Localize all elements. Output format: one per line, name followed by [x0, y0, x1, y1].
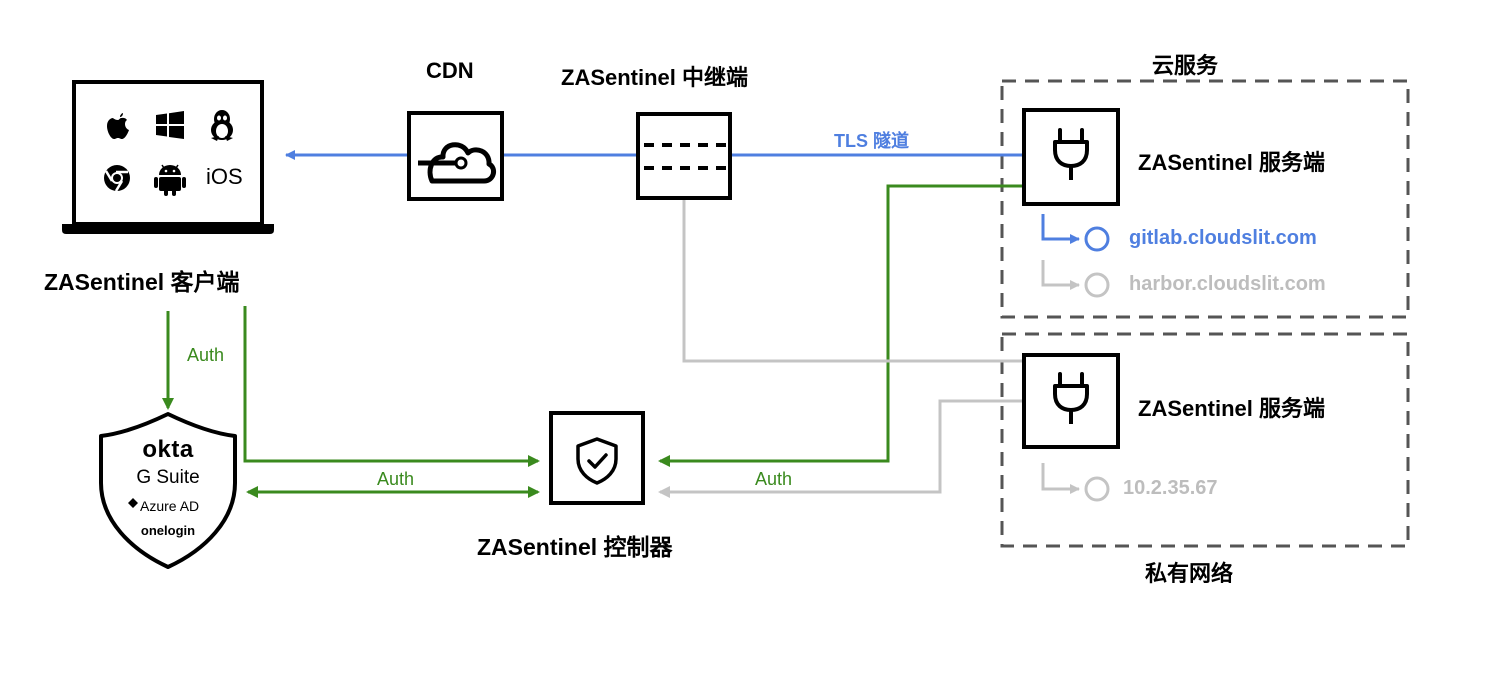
controller-shield-icon: [549, 411, 645, 505]
harbor-node-icon: [1084, 272, 1110, 298]
gitlab-connector: [1041, 214, 1080, 244]
client-label: ZASentinel 客户端: [44, 269, 240, 295]
private-ip-host: 10.2.35.67: [1123, 477, 1218, 499]
chrome-icon: [104, 165, 130, 192]
gsuite-logo: G Suite: [136, 467, 200, 488]
private-network-group: [1000, 332, 1410, 548]
private-server-label: ZASentinel 服务端: [1138, 396, 1326, 421]
cloud-server-plug-icon: [1022, 108, 1120, 206]
auth-label-idp-controller: Auth: [377, 469, 415, 489]
private-ip-node-icon: [1084, 476, 1110, 502]
private-group-label: 私有网络: [1145, 561, 1234, 586]
cdn-cloud-icon: [407, 111, 504, 201]
private-server-plug-icon: [1022, 353, 1120, 449]
controller-label: ZASentinel 控制器: [477, 534, 673, 560]
azure-ad-logo: Azure AD: [140, 498, 200, 514]
linux-tux-icon: [211, 110, 233, 141]
harbor-host: harbor.cloudslit.com: [1129, 273, 1326, 295]
identity-provider-shield-icon: [99, 412, 237, 569]
auth-line-server-controller: [658, 184, 1024, 467]
ios-label: iOS: [206, 164, 243, 189]
onelogin-logo: onelogin: [140, 523, 196, 538]
relay-private-link: [682, 198, 1024, 363]
android-icon: [154, 164, 186, 196]
okta-logo: okta: [142, 436, 194, 463]
auth-label-server-controller: Auth: [755, 469, 793, 489]
private-ip-connector: [1041, 463, 1080, 494]
apple-icon: [107, 113, 129, 139]
client-laptop-icon: [62, 80, 274, 234]
relay-icon: [636, 112, 732, 200]
auth-label-client-idp: Auth: [187, 345, 225, 365]
gitlab-node-icon: [1084, 226, 1110, 252]
private-server-controller-link: [658, 399, 1024, 498]
auth-line-client-controller: [243, 306, 540, 467]
tls-tunnel-label: TLS 隧道: [834, 131, 909, 151]
cdn-label: CDN: [426, 58, 474, 83]
gitlab-host: gitlab.cloudslit.com: [1129, 227, 1317, 249]
cloud-group-label: 云服务: [1152, 53, 1219, 78]
cloud-server-label: ZASentinel 服务端: [1138, 150, 1326, 175]
harbor-connector: [1041, 260, 1080, 290]
windows-icon: [156, 111, 184, 139]
relay-label: ZASentinel 中继端: [561, 65, 749, 90]
